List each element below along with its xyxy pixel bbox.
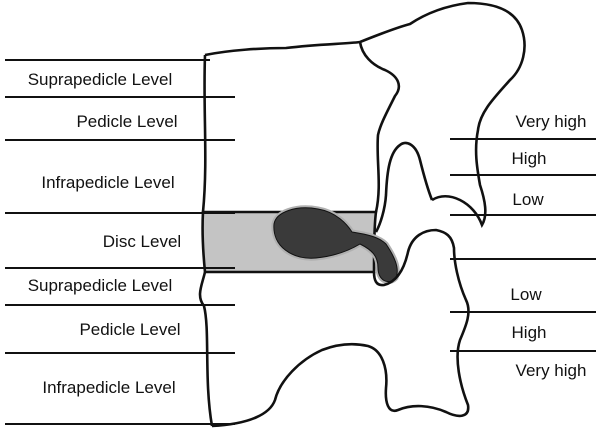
left-level-label: Infrapedicle Level: [42, 378, 175, 397]
right-grade-label: Very high: [516, 361, 587, 380]
upper-pedicle-outline: [358, 41, 401, 213]
right-grade-lines: [450, 138, 596, 352]
superior-articular-process-outline: [374, 141, 434, 233]
left-level-label: Suprapedicle Level: [28, 70, 173, 89]
lower-vertebra-body-outline: [198, 271, 214, 427]
left-level-label: Infrapedicle Level: [41, 173, 174, 192]
right-grade-label: Very high: [516, 112, 587, 131]
upper-spinous-process-outline: [204, 1, 526, 229]
left-level-lines: [5, 59, 235, 425]
left-level-label: Disc Level: [103, 232, 181, 251]
right-grade-label: Low: [512, 190, 544, 209]
right-grade-label: Low: [510, 285, 542, 304]
left-level-label: Suprapedicle Level: [28, 276, 173, 295]
right-grade-label: High: [512, 323, 547, 342]
right-grade-label: High: [512, 149, 547, 168]
lower-vertebra-posterior-outline: [211, 228, 470, 428]
upper-vertebra-body-outline: [201, 54, 207, 213]
left-level-label: Pedicle Level: [79, 320, 180, 339]
left-level-label: Pedicle Level: [76, 112, 177, 131]
